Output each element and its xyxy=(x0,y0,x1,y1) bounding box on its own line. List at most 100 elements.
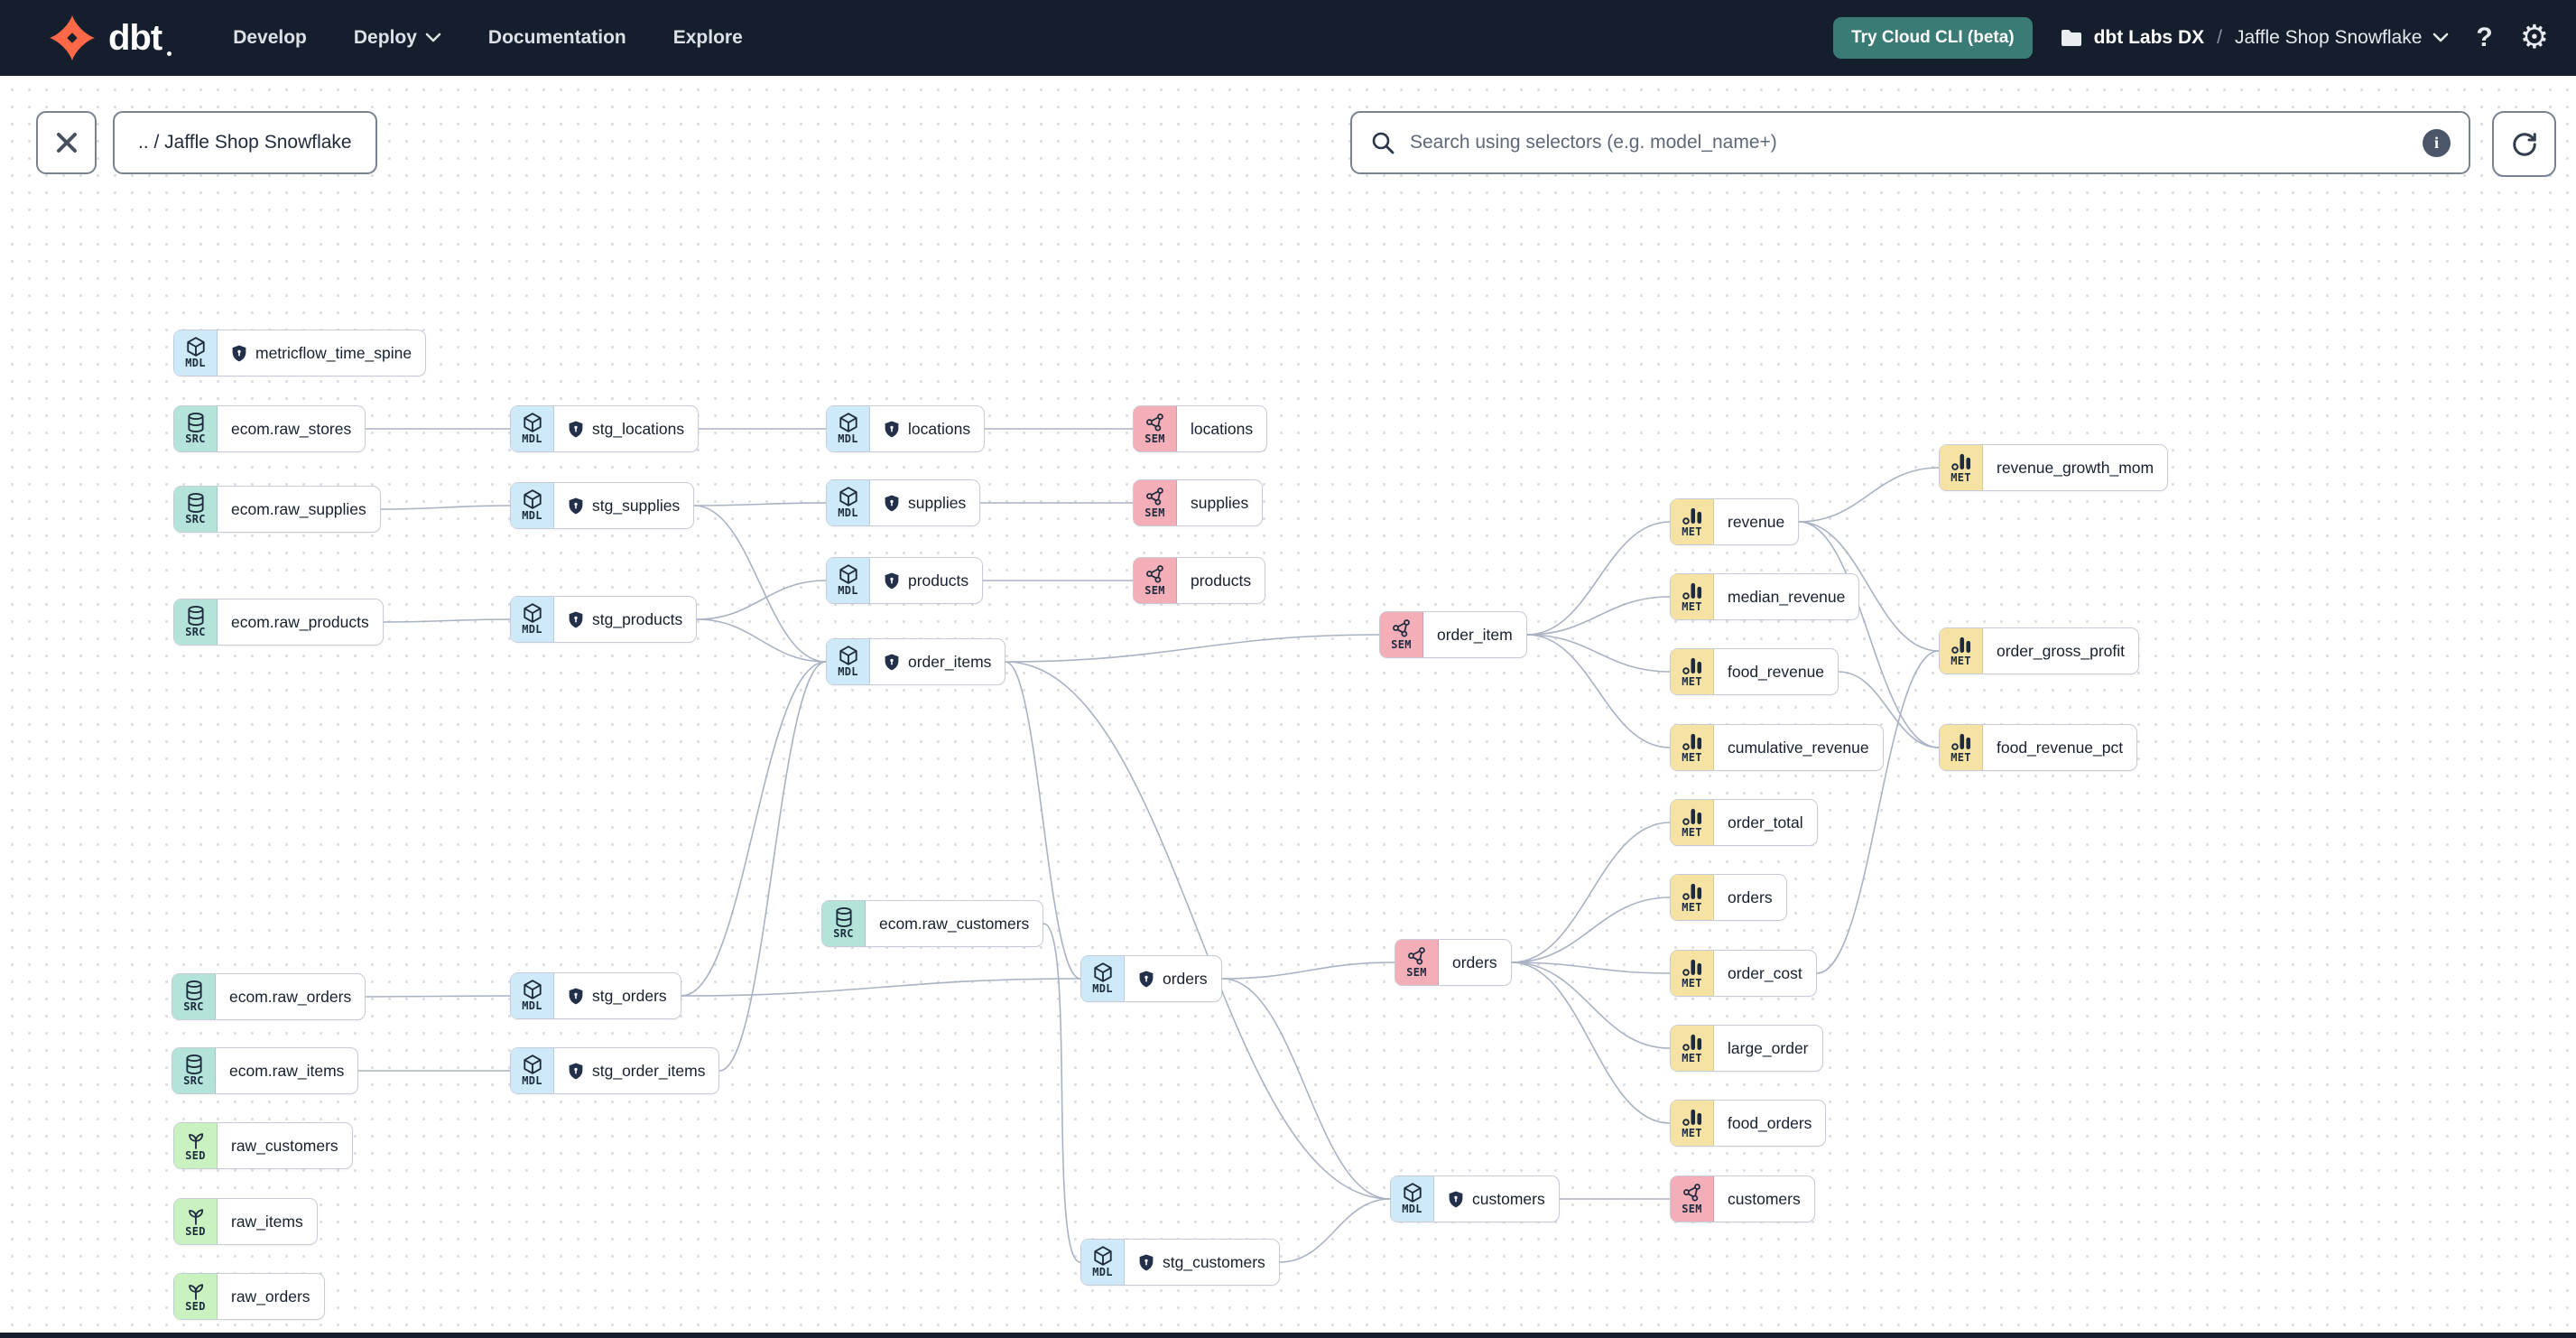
node-type-badge: SRC xyxy=(174,599,218,645)
node-body: cumulative_revenue xyxy=(1714,725,1883,770)
node-label: supplies xyxy=(1191,493,1249,512)
model-cube-icon xyxy=(1092,1245,1114,1267)
node-body: orders xyxy=(1439,940,1511,985)
edge-revenue-to-food_revenue_pct xyxy=(1798,521,1940,748)
node-type-badge: MET xyxy=(1940,628,1983,674)
node-type-badge: MET xyxy=(1671,649,1714,694)
node-customers_sem[interactable]: SEM customers xyxy=(1670,1175,1815,1222)
node-type-label: MDL xyxy=(838,506,858,520)
node-type-label: MDL xyxy=(1092,982,1113,996)
node-type-badge: SED xyxy=(174,1123,218,1168)
node-type-label: SRC xyxy=(185,513,206,526)
node-ecom_raw_supplies[interactable]: SRC ecom.raw_supplies xyxy=(173,486,381,533)
nav-item-deploy[interactable]: Deploy xyxy=(354,27,441,49)
try-cloud-cli-button[interactable]: Try Cloud CLI (beta) xyxy=(1833,17,2033,59)
node-label: order_item xyxy=(1437,625,1513,644)
nav-item-explore[interactable]: Explore xyxy=(672,27,743,48)
node-type-badge: SEM xyxy=(1134,558,1177,603)
node-label: ecom.raw_supplies xyxy=(231,499,366,518)
search-input[interactable] xyxy=(1408,131,2410,154)
refresh-button[interactable] xyxy=(2492,111,2556,177)
gear-icon[interactable]: ⚙ xyxy=(2519,19,2549,56)
node-ecom_raw_products[interactable]: SRC ecom.raw_products xyxy=(173,599,384,646)
node-label: ecom.raw_items xyxy=(229,1061,345,1080)
node-body: order_items xyxy=(870,639,1005,684)
nav-item-deploy-label: Deploy xyxy=(353,27,417,48)
node-label: ecom.raw_products xyxy=(231,612,369,631)
metric-chart-icon xyxy=(1682,655,1703,676)
node-body: supplies xyxy=(1177,480,1262,525)
node-type-badge: SEM xyxy=(1395,940,1439,985)
source-database-icon xyxy=(833,906,855,928)
node-label: food_orders xyxy=(1728,1113,1812,1132)
node-type-label: MET xyxy=(1682,751,1702,765)
node-type-badge: MDL xyxy=(1081,956,1125,1001)
node-type-badge: MET xyxy=(1671,875,1714,920)
semantic-model-icon xyxy=(1144,412,1166,433)
node-label: order_items xyxy=(908,652,992,671)
node-type-label: SEM xyxy=(1682,1203,1702,1216)
help-icon[interactable]: ? xyxy=(2476,23,2493,52)
project-switcher[interactable]: dbt Labs DX / Jaffle Shop Snowflake xyxy=(2060,27,2450,49)
info-icon[interactable]: i xyxy=(2423,128,2451,157)
edge-order_item_sem-to-food_revenue xyxy=(1526,634,1671,673)
source-database-icon xyxy=(183,980,205,1001)
edge-orders_mdl-to-customers_mdl xyxy=(1221,978,1391,1200)
shield-icon xyxy=(884,495,900,512)
node-body: raw_customers xyxy=(218,1123,352,1168)
edge-stg_products-to-products_mdl xyxy=(696,580,827,620)
node-type-badge: MET xyxy=(1671,800,1714,845)
node-type-badge: SED xyxy=(174,1274,218,1319)
node-type-label: MDL xyxy=(522,1074,542,1088)
nav-item-documentation[interactable]: Documentation xyxy=(487,27,626,48)
node-body: customers xyxy=(1714,1176,1814,1222)
node-label: revenue_growth_mom xyxy=(1997,458,2154,477)
top-navbar: dbt Develop Deploy Documentation Explore… xyxy=(0,0,2576,76)
node-type-label: MET xyxy=(1682,901,1702,915)
close-lineage-button[interactable] xyxy=(36,111,97,174)
nav-item-develop[interactable]: Develop xyxy=(233,27,307,48)
model-cube-icon xyxy=(522,488,543,510)
node-cumulative_revenue[interactable]: MET cumulative_revenue xyxy=(1670,724,1884,771)
dbt-logo[interactable]: dbt xyxy=(49,14,172,61)
project-name: Jaffle Shop Snowflake xyxy=(2234,27,2423,48)
lineage-breadcrumb[interactable]: .. / Jaffle Shop Snowflake xyxy=(113,111,377,174)
